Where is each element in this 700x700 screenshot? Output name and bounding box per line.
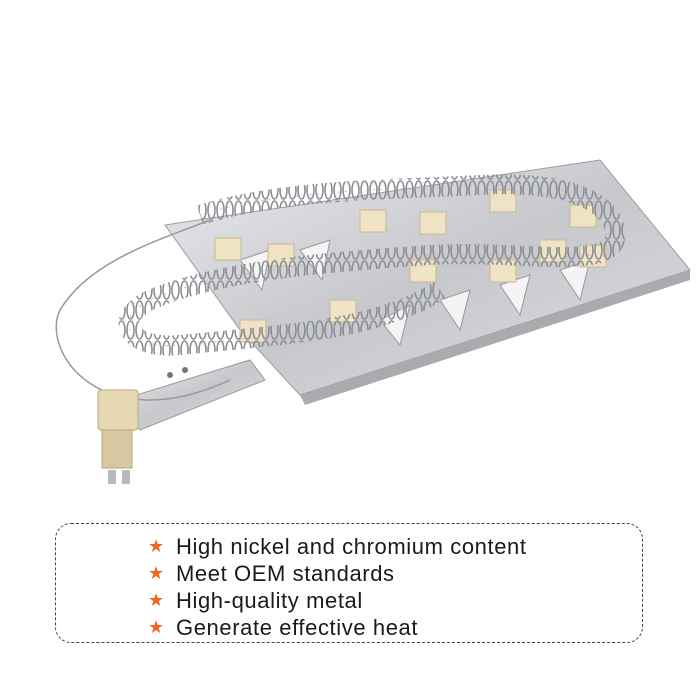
heating-element-image	[55, 159, 691, 484]
star-icon: ★	[148, 563, 165, 583]
feature-item: ★ Generate effective heat	[148, 614, 418, 641]
feature-text: Generate effective heat	[176, 614, 419, 640]
features-box: ★ High nickel and chromium content ★ Mee…	[55, 523, 643, 643]
star-icon: ★	[148, 617, 165, 637]
star-icon: ★	[148, 590, 165, 610]
feature-item: ★ High-quality metal	[148, 587, 363, 614]
star-icon: ★	[148, 536, 165, 556]
feature-item: ★ High nickel and chromium content	[148, 533, 527, 560]
feature-item: ★ Meet OEM standards	[148, 560, 395, 587]
feature-text: High nickel and chromium content	[176, 533, 527, 559]
feature-text: Meet OEM standards	[176, 560, 395, 586]
feature-text: High-quality metal	[176, 587, 363, 613]
